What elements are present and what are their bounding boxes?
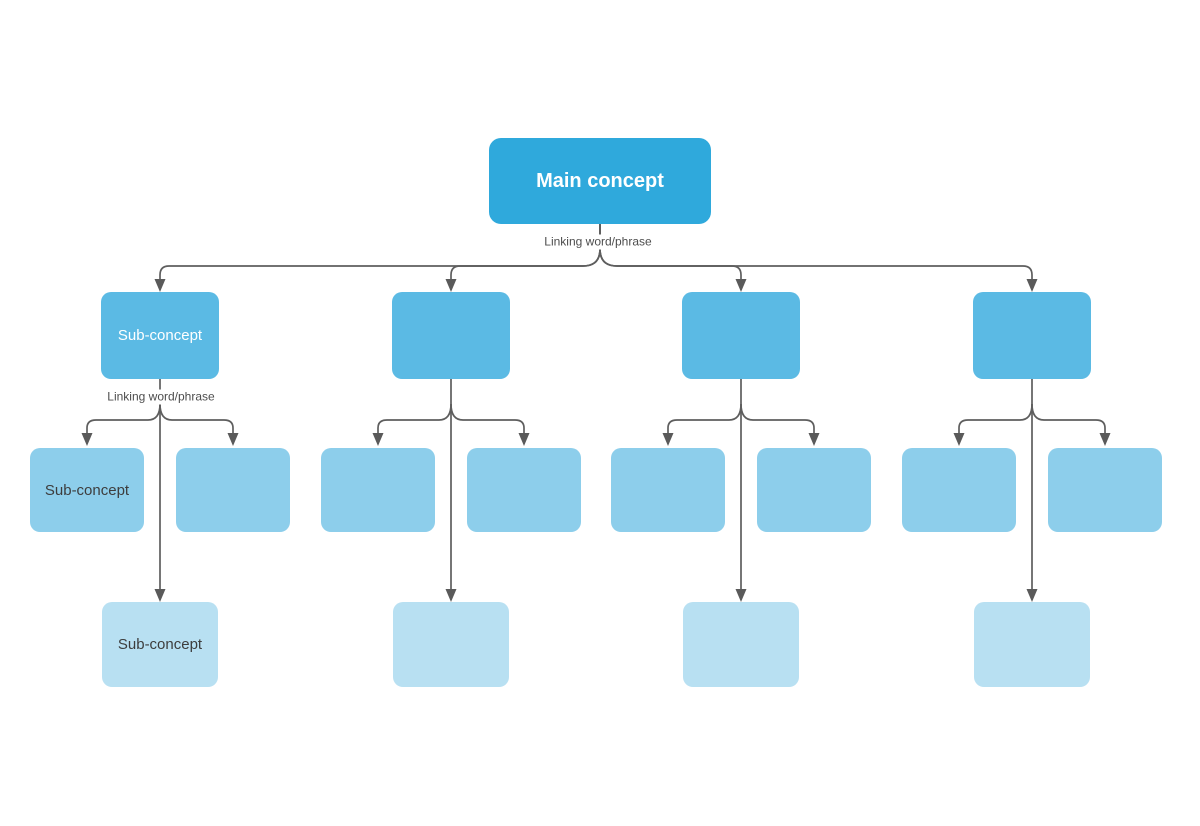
arrowhead: [518, 433, 530, 446]
connector-path: [599, 224, 742, 279]
arrowhead: [81, 433, 93, 446]
branch3-bottom-node[interactable]: [683, 602, 799, 687]
connector-path: [958, 403, 1033, 433]
linking-word-label-main[interactable]: Linking word/phrase: [541, 234, 655, 250]
branch4-child-right-node[interactable]: [1048, 448, 1162, 532]
arrowhead: [808, 433, 820, 446]
branch4-bottom-node[interactable]: [974, 602, 1090, 687]
connector-path: [159, 403, 234, 433]
branch2-child-right-node[interactable]: [467, 448, 581, 532]
branch1-child-left-node[interactable]: Sub-concept: [30, 448, 144, 532]
branch3-sub-concept-node[interactable]: [682, 292, 800, 379]
branch3-child-left-node[interactable]: [611, 448, 725, 532]
branch2-sub-concept-node[interactable]: [392, 292, 510, 379]
connector-path: [740, 403, 815, 433]
arrowhead: [735, 589, 747, 602]
branch1-sub-concept-node[interactable]: Sub-concept: [101, 292, 219, 379]
arrowhead: [1026, 589, 1038, 602]
arrowheads: [81, 279, 1111, 602]
connector-path: [450, 403, 525, 433]
branch1-child-right-node[interactable]: [176, 448, 290, 532]
main-concept-node[interactable]: Main concept: [489, 138, 711, 224]
linking-word-label-sub[interactable]: Linking word/phrase: [104, 389, 218, 405]
arrowhead: [735, 279, 747, 292]
branch2-bottom-node[interactable]: [393, 602, 509, 687]
connector-path: [159, 224, 601, 279]
connector-path: [1031, 403, 1106, 433]
branch1-bottom-node[interactable]: Sub-concept: [102, 602, 218, 687]
arrowhead: [154, 589, 166, 602]
arrowhead: [227, 433, 239, 446]
arrowhead: [662, 433, 674, 446]
branch4-sub-concept-node[interactable]: [973, 292, 1091, 379]
branch3-child-right-node[interactable]: [757, 448, 871, 532]
arrowhead: [1099, 433, 1111, 446]
branch2-child-left-node[interactable]: [321, 448, 435, 532]
connector-path: [86, 403, 161, 433]
connector-path: [450, 224, 601, 279]
arrowhead: [154, 279, 166, 292]
connector-path: [599, 224, 1033, 279]
arrowhead: [953, 433, 965, 446]
arrowhead: [372, 433, 384, 446]
branch4-child-left-node[interactable]: [902, 448, 1016, 532]
arrowhead: [1026, 279, 1038, 292]
connector-path: [377, 403, 452, 433]
arrowhead: [445, 589, 457, 602]
arrowhead: [445, 279, 457, 292]
connector-path: [667, 403, 742, 433]
